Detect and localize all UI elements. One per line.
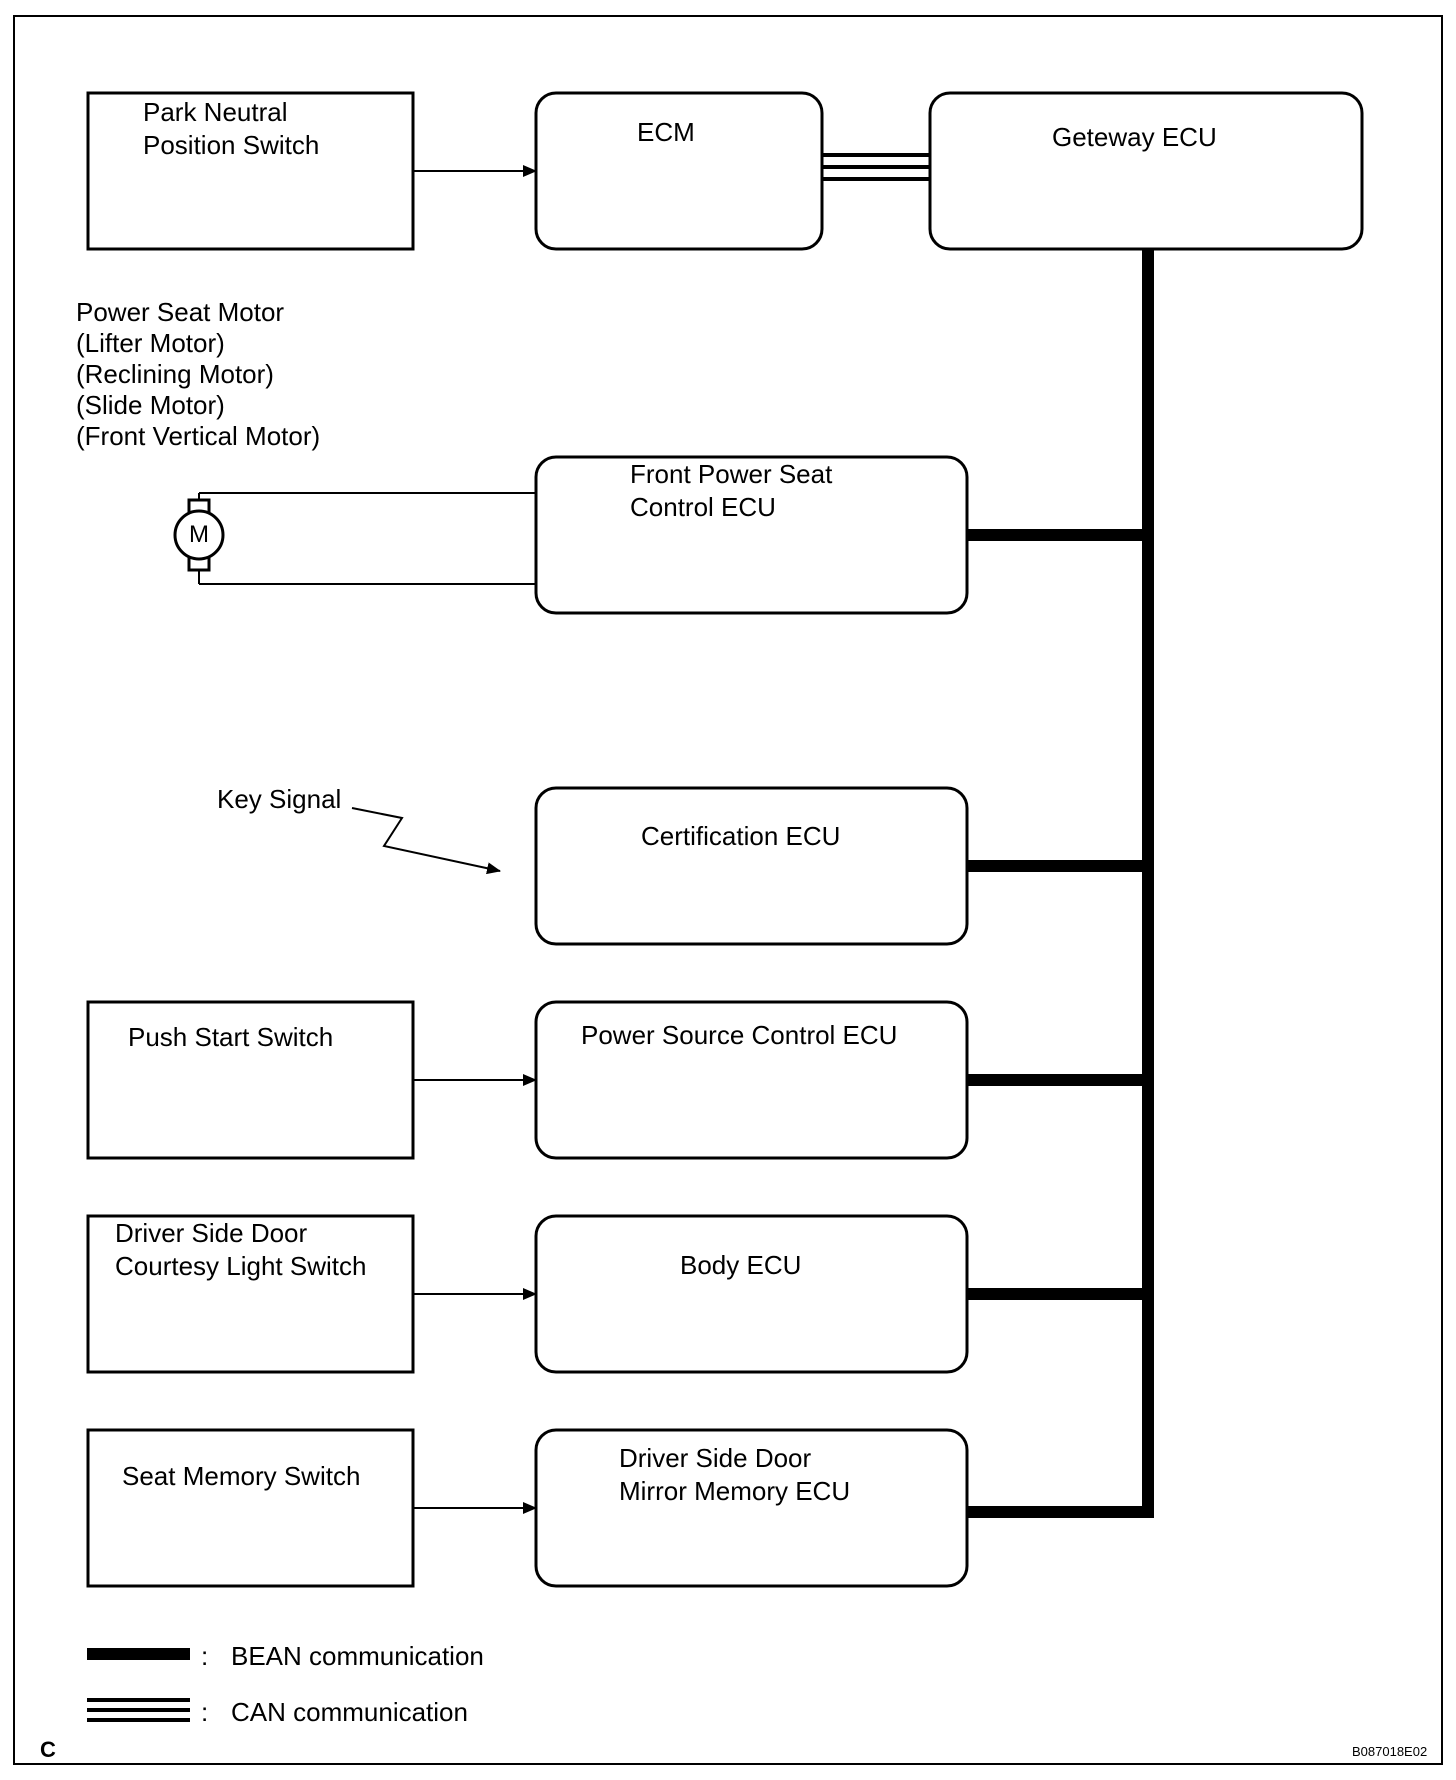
body-ecu-label: Body ECU: [680, 1250, 802, 1280]
legend-can-lines: [87, 1698, 190, 1722]
figure-code: B087018E02: [1352, 1744, 1428, 1759]
motor-label-line5: (Front Vertical Motor): [76, 421, 321, 451]
mirror-memory-line1: Driver Side Door: [619, 1443, 812, 1473]
seat-memory-switch-label: Seat Memory Switch: [122, 1461, 361, 1491]
key-signal-label: Key Signal: [217, 784, 342, 814]
gateway-ecu-box: [928, 91, 1364, 251]
body-ecu-box: [534, 1214, 969, 1374]
outer-frame: [13, 15, 1443, 1765]
push-start-switch-label: Push Start Switch: [128, 1022, 334, 1052]
certification-ecu-box: [534, 786, 969, 946]
legend-can-separator: :: [201, 1697, 209, 1727]
legend-bean-label: BEAN communication: [231, 1641, 484, 1671]
park-neutral-line2: Position Switch: [143, 130, 320, 160]
gateway-ecu-label: Geteway ECU: [1052, 122, 1217, 152]
courtesy-line2: Courtesy Light Switch: [115, 1251, 367, 1281]
mirror-memory-line2: Mirror Memory ECU: [619, 1476, 851, 1506]
motor-label-line3: (Reclining Motor): [76, 359, 274, 389]
front-power-seat-line1: Front Power Seat: [630, 459, 833, 489]
front-power-seat-line2: Control ECU: [630, 492, 776, 522]
motor-symbol: [173, 492, 536, 585]
motor-label-line4: (Slide Motor): [76, 390, 225, 420]
can-link-ecm-gateway: [822, 153, 930, 181]
legend-bean-separator: :: [201, 1641, 209, 1671]
seat-memory-switch-box: [86, 1428, 415, 1588]
motor-m-glyph: M: [189, 521, 209, 548]
motor-label-line2: (Lifter Motor): [76, 328, 225, 358]
key-signal-arrow: [351, 807, 501, 875]
legend-can-label: CAN communication: [231, 1697, 468, 1727]
ecm-label: ECM: [637, 117, 695, 147]
courtesy-line1: Driver Side Door: [115, 1218, 308, 1248]
power-seat-motor-label: Power Seat Motor(Lifter Motor)(Reclining…: [76, 297, 320, 452]
bean-bus: [967, 249, 1154, 1518]
park-neutral-line1: Park Neutral: [143, 97, 288, 127]
certification-ecu-label: Certification ECU: [641, 821, 841, 851]
motor-label-line1: Power Seat Motor: [76, 297, 285, 327]
corner-letter: C: [40, 1737, 56, 1762]
power-source-control-ecu-label: Power Source Control ECU: [581, 1020, 898, 1050]
